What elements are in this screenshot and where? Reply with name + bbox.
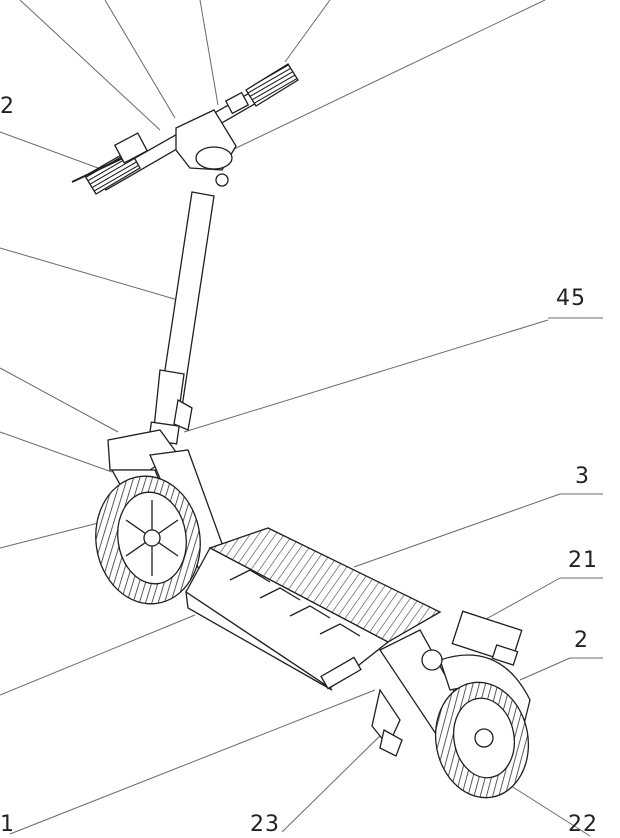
callout-2-left: 2 <box>0 96 15 118</box>
leader-45 <box>184 320 548 432</box>
callout-2-right: 2 <box>574 630 589 652</box>
handlebar <box>72 64 298 194</box>
leader-23 <box>282 728 388 832</box>
callout-23: 23 <box>250 814 280 836</box>
leader-mid-left-a <box>0 368 118 432</box>
leader-top-d <box>285 0 330 62</box>
leader-2-right <box>520 658 570 680</box>
callout-1: 1 <box>0 814 15 836</box>
callout-22: 22 <box>568 814 598 836</box>
callout-21: 21 <box>568 550 598 572</box>
leader-2-left <box>0 132 98 168</box>
rear-hub <box>475 729 493 747</box>
callout-45: 45 <box>556 288 586 310</box>
rear-assembly <box>372 611 537 805</box>
callout-3: 3 <box>575 466 590 488</box>
kickstand-foot <box>380 730 402 756</box>
leader-deck-left <box>0 615 195 695</box>
leader-3 <box>354 494 560 567</box>
rear-spring <box>422 650 442 670</box>
front-hub <box>144 530 160 546</box>
leader-top-c <box>200 0 218 105</box>
leader-mid-left-c <box>0 520 110 548</box>
leader-mid-left-b <box>0 432 112 472</box>
head-bolt <box>216 174 228 186</box>
leader-stem <box>0 248 178 300</box>
right-grip <box>246 64 298 106</box>
leader-top-a <box>20 0 160 130</box>
leader-1 <box>10 690 375 834</box>
display-head-cap <box>196 147 232 169</box>
leader-top-b <box>105 0 175 118</box>
steering-stem <box>149 192 214 444</box>
